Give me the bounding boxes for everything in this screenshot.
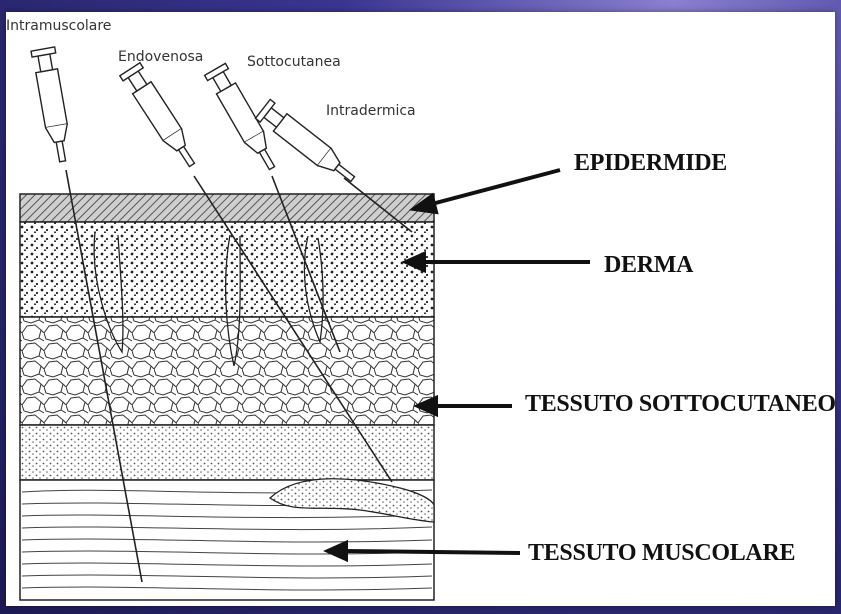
epidermis-layer — [20, 194, 434, 222]
dermis-layer — [20, 222, 434, 317]
arrow-epidermide — [428, 170, 560, 205]
label-endovenosa: Endovenosa — [118, 49, 203, 65]
label-tessuto-sottocutaneo: TESSUTO SOTTOCUTANEO — [525, 391, 836, 418]
label-derma: DERMA — [604, 252, 693, 279]
label-sottocutanea: Sottocutanea — [247, 54, 341, 70]
label-epidermide: EPIDERMIDE — [574, 150, 727, 177]
subcutaneous-layer — [20, 317, 434, 425]
connective-band — [20, 425, 434, 480]
arrow-tessuto-muscolare — [344, 551, 520, 553]
label-intradermica: Intradermica — [326, 103, 416, 119]
label-tessuto-muscolare: TESSUTO MUSCOLARE — [528, 540, 795, 567]
label-intramuscolare: Intramuscolare — [6, 18, 111, 34]
